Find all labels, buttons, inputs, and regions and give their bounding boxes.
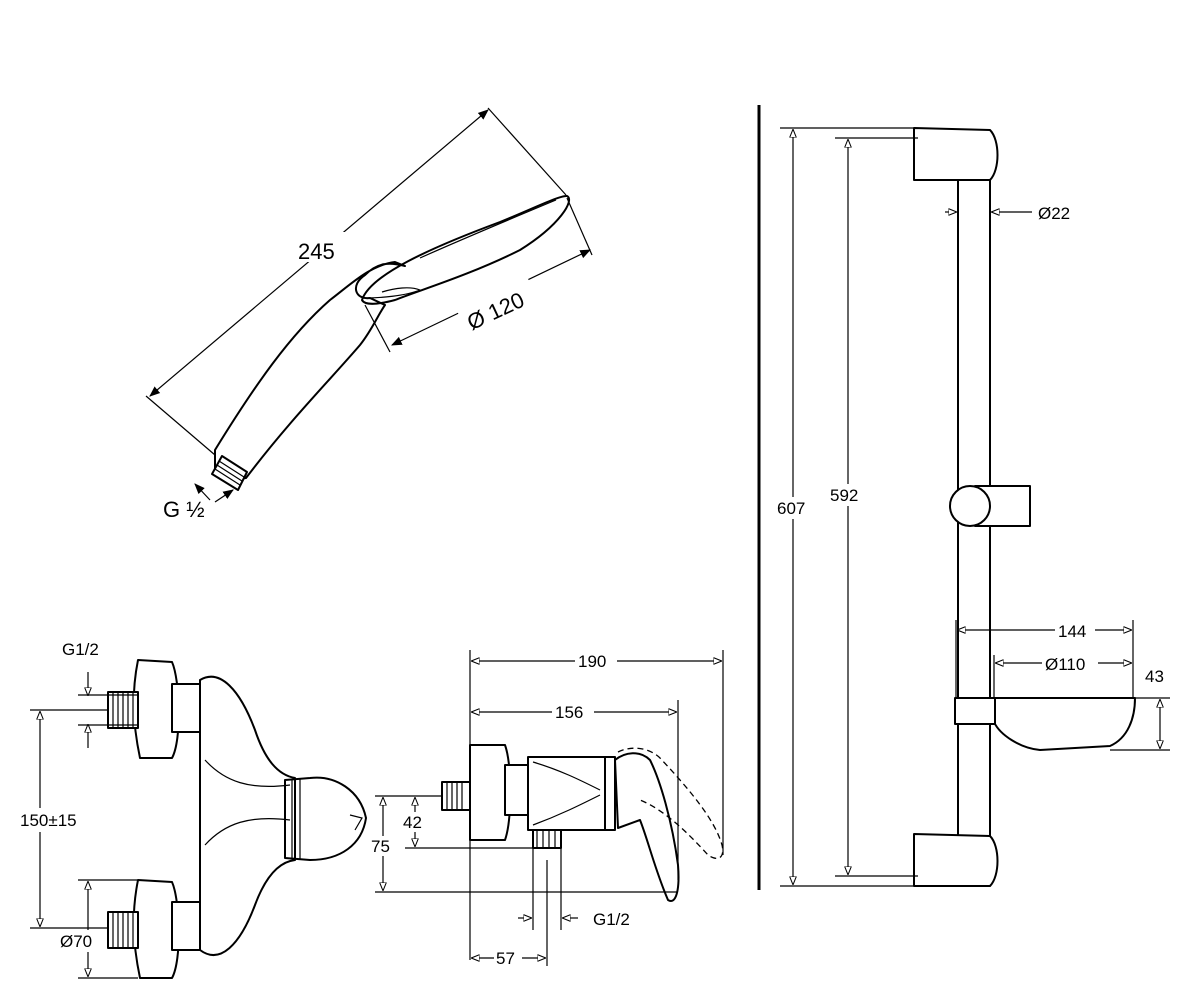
handshower-head-rim (364, 287, 422, 299)
dim-mixer-height-outlet: 42 (403, 813, 422, 832)
mixer-lever (614, 752, 680, 902)
dim-mixer-outlet-thread: G1/2 (593, 910, 630, 929)
dim-mixer-outlet-offset: 57 (496, 949, 515, 968)
dim-rail-dish-diameter: Ø110 (1045, 655, 1085, 674)
dim-mixer-width-body: 156 (555, 703, 583, 722)
dim-rail-dish-projection: 144 (1058, 622, 1086, 641)
rail-slider-knob (949, 485, 991, 527)
mixer-inlet-bottom (107, 911, 139, 949)
dim-handshower-length: 245 (298, 239, 335, 264)
dim-rail-total-height: 607 (777, 499, 805, 518)
mixer-side-view (441, 744, 724, 902)
dim-mixer-width-total: 190 (578, 652, 606, 671)
dim-mixer-height-total: 75 (371, 837, 390, 856)
dim-rail-diameter: Ø22 (1038, 204, 1070, 223)
mixer-cartridge (284, 776, 367, 861)
mixer-body (199, 675, 296, 956)
dim-rail-mount-distance: 592 (830, 486, 858, 505)
dim-rail-dish-height: 43 (1145, 667, 1164, 686)
mixer-inlet-top (107, 691, 139, 729)
handshower-handle-outline (214, 261, 406, 481)
mixer-lever-dashed (617, 747, 724, 859)
handshower-head-highlight (419, 199, 557, 259)
handshower-drawing: 245 Ø 120 G ½ (145, 107, 593, 522)
dim-mixer-center-distance: 150±15 (20, 811, 77, 830)
handshower-head-outline (361, 194, 571, 305)
dim-mixer-escutcheon-diameter: Ø70 (60, 932, 92, 951)
rail-drawing: 607 592 Ø22 144 Ø110 43 (757, 105, 1170, 890)
handshower-thread (211, 455, 248, 491)
rail-bracket-bottom (913, 833, 999, 887)
dim-mixer-inlet-thread: G1/2 (62, 640, 99, 659)
rail-bracket-top (913, 127, 999, 181)
dim-handshower-connection: G ½ (163, 497, 205, 522)
rail-soap-dish (993, 697, 1136, 751)
mixer-drawing: G1/2 150±15 Ø70 190 156 42 (18, 640, 724, 979)
